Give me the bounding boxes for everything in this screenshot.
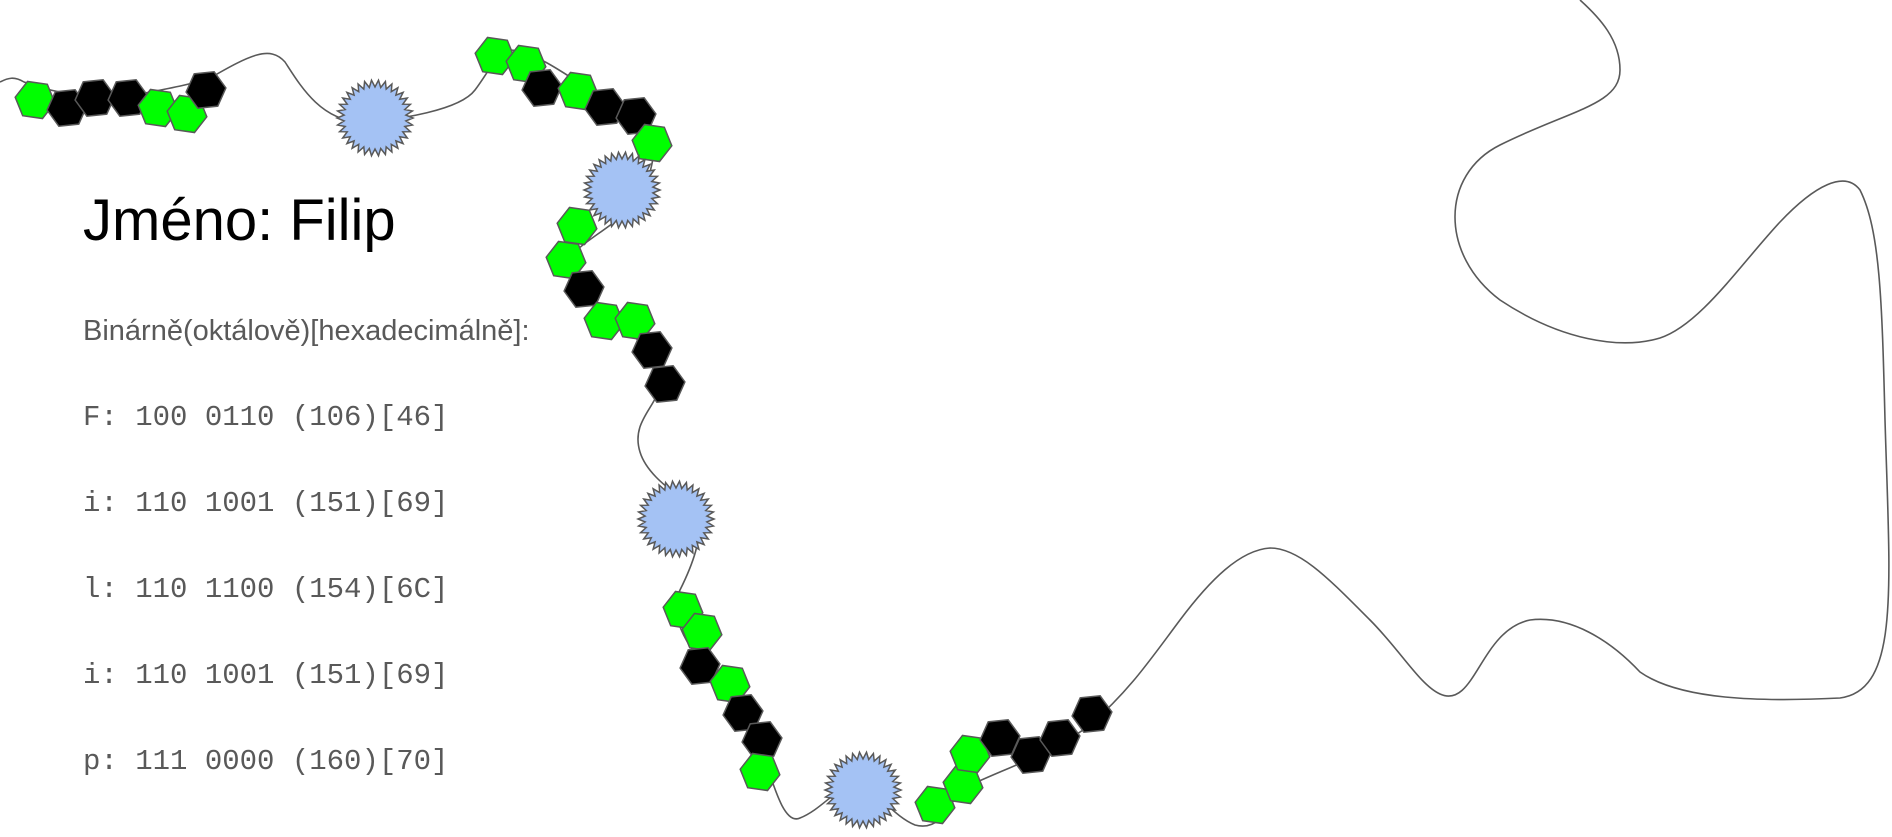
separator-star-bead: [823, 750, 903, 830]
separator-star-bead: [636, 479, 716, 559]
letter-code-line: p: 111 0000 (160)[70]: [83, 745, 449, 778]
bit-zero-bead: [642, 363, 688, 405]
name-title: Jméno: Filip: [83, 188, 396, 253]
bit-zero-bead: [1069, 693, 1115, 735]
separator-star-bead: [582, 150, 662, 230]
encoding-legend-label: Binárně(oktálově)[hexadecimálně]:: [83, 315, 530, 347]
letter-code-line: i: 110 1001 (151)[69]: [83, 659, 449, 692]
letter-code-line: l: 110 1100 (154)[6C]: [83, 573, 449, 606]
letter-code-line: F: 100 0110 (106)[46]: [83, 401, 449, 434]
bit-one-bead: [554, 205, 600, 247]
separator-star-bead: [335, 78, 415, 158]
bit-one-bead: [737, 751, 783, 793]
letter-code-line: i: 110 1001 (151)[69]: [83, 487, 449, 520]
